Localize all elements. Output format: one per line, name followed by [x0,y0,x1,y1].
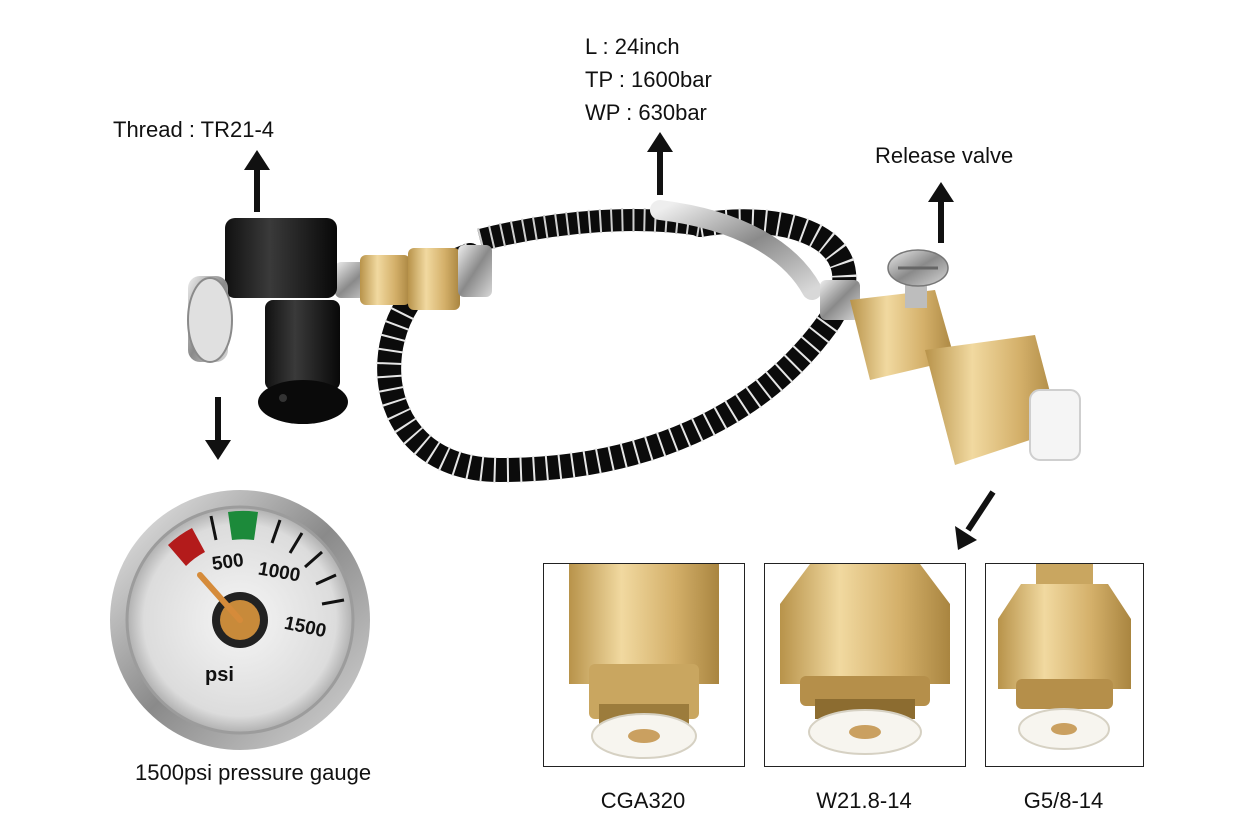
release-valve-label: Release valve [875,143,1014,168]
hose-test-pressure-spec: TP : 1600bar [585,67,712,92]
arrow-thread [244,150,270,212]
adapter-caption-cga320: CGA320 [600,788,686,813]
arrow-hose-specs [647,132,673,195]
adapter-frame-cga320 [543,563,745,767]
pressure-gauge [110,490,370,750]
adapter-caption-g58: G5/8-14 [1023,788,1104,813]
adapter-image-g58 [998,564,1131,750]
hose-fitting-left [335,245,492,310]
arrow-gauge [205,397,231,460]
hose-length-spec: L : 24inch [585,34,680,59]
red-zone-mark [168,528,205,566]
thread-label: Thread : TR21-4 [113,117,275,142]
fill-adapter-body [225,218,348,424]
adapter-caption-w21: W21.8-14 [816,788,912,813]
hose [376,200,858,484]
adapter-image-cga320 [569,564,719,759]
arrow-release-valve [928,182,954,243]
gauge-tick-500: 500 [210,549,246,576]
gauge-label: 1500psi pressure gauge [135,760,372,785]
side-gauge [187,276,233,363]
adapter-frame-g58 [985,563,1144,767]
adapter-frame-w21 [764,563,966,767]
adapter-image-w21 [780,564,950,755]
green-zone-mark [228,510,258,540]
hose-working-pressure-spec: WP : 630bar [585,100,707,125]
gauge-unit: psi [205,664,234,686]
arrow-adapters [955,490,996,550]
hose-specs: L : 24inch TP : 1600bar WP : 630bar [585,30,712,129]
release-valve-assembly [820,249,1081,465]
